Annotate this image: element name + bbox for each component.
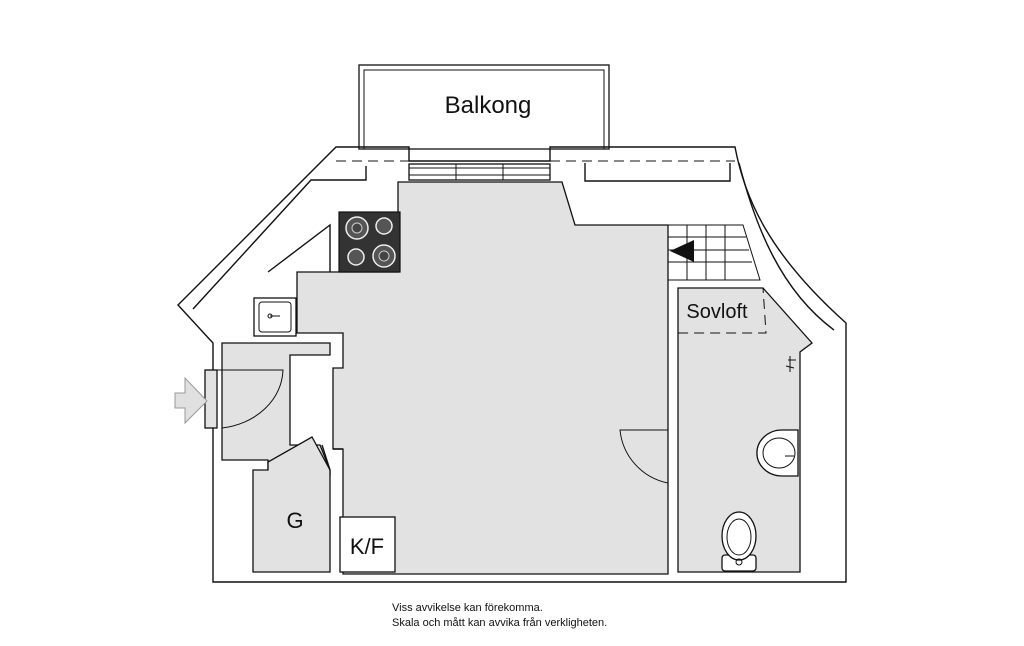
kitchen-walls	[253, 223, 331, 337]
outer-walls	[177, 146, 847, 583]
bathroom: Sovloft	[619, 287, 813, 573]
storage-room: G	[252, 436, 331, 573]
bathroom-door	[619, 429, 669, 484]
entrance-door	[204, 369, 284, 429]
stove	[338, 211, 401, 273]
disclaimer-line-1: Viss avvikelse kan förekomma.	[392, 602, 543, 614]
entrance-arrow-icon	[174, 376, 208, 425]
toilet	[721, 511, 757, 572]
washbasin	[756, 429, 799, 477]
shower-icon	[785, 356, 796, 372]
disclaimer: Viss avvikelse kan förekomma. Skala och …	[392, 601, 607, 631]
fridge-freezer-label: K/F	[350, 534, 384, 559]
fridge-freezer: K/F	[339, 516, 396, 573]
sleeping-loft-label: Sovloft	[686, 301, 748, 323]
entrance-hall	[221, 342, 331, 476]
balcony-label: Balkong	[445, 92, 532, 119]
hall-wall	[321, 444, 343, 471]
disclaimer-line-2: Skala och mått kan avvika från verklighe…	[392, 617, 608, 629]
staircase	[668, 224, 761, 281]
storage-label: G	[286, 508, 303, 533]
balcony-door	[408, 163, 551, 181]
stairs-direction-arrow-icon	[670, 240, 694, 262]
balcony: Balkong	[358, 64, 610, 150]
